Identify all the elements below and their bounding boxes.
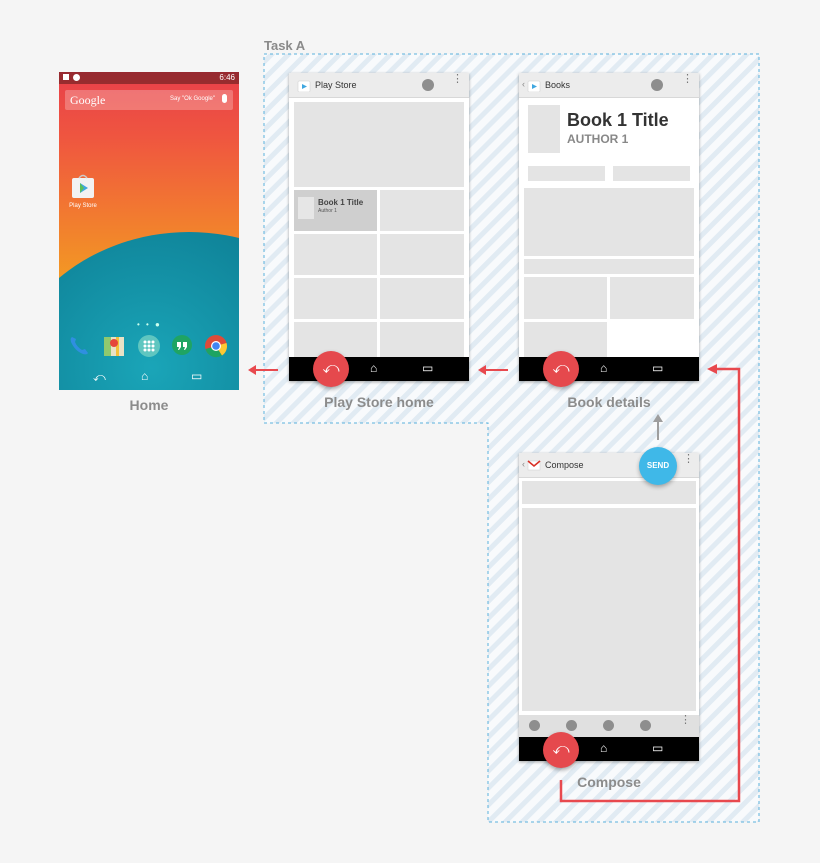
grid-tile[interactable] [380,190,464,231]
compose-back-path [559,364,741,803]
play-store-caption: Play Store home [324,394,434,410]
featured-banner[interactable] [294,102,464,187]
maps-icon[interactable] [102,334,126,358]
book-card-author: Author 1 [318,208,337,214]
books-action-bar: ‹ Books ⋮ [519,73,699,98]
wallpaper-wave [59,232,239,390]
overflow-menu-icon[interactable]: ⋮ [680,714,691,726]
chrome-icon[interactable] [204,334,228,358]
back-icon: ⤺ [552,741,570,758]
toolbar-action-icon[interactable] [640,720,651,731]
google-search-bar[interactable]: Google Say "Ok Google" [65,90,233,110]
book-details-caption: Book details [567,394,651,410]
back-arrow-head [478,365,486,375]
book-details-screen: ‹ Books ⋮ Book 1 Title AUTHOR 1 ⌂ ▭ [519,73,699,381]
page-indicator: • • ● [137,320,162,329]
grid-tile[interactable] [294,234,377,275]
recents-icon[interactable]: ▭ [191,369,203,383]
compose-bottom-bar: ⋮ [519,715,699,737]
up-caret-icon[interactable]: ‹ [522,79,525,89]
search-icon[interactable] [651,79,663,91]
toolbar-action-icon[interactable] [529,720,540,731]
back-button[interactable]: ⤺ [313,351,349,387]
up-caret-icon[interactable]: ‹ [522,459,525,469]
book-cover [298,197,314,219]
play-store-app-label: Play Store [69,203,97,209]
book-cover [528,105,560,153]
play-store-app-icon[interactable] [70,173,96,199]
search-icon[interactable] [422,79,434,91]
home-icon[interactable]: ⌂ [141,369,149,383]
home-screen: 6:46 Google Say "Ok Google" Play Store •… [59,72,239,390]
send-up-arrow [653,414,663,440]
related-tile[interactable] [524,277,607,319]
toolbar-action-icon[interactable] [566,720,577,731]
action-bar-title: Books [545,80,571,90]
book-card-title: Book 1 Title [318,198,364,207]
home-nav-bar: ⤺ ⌂ ▭ [59,368,239,390]
action-button-placeholder[interactable] [528,166,605,181]
home-caption: Home [129,397,169,413]
back-button[interactable]: ⤺ [543,351,579,387]
task-label: Task A [264,38,306,53]
books-app-icon[interactable] [527,78,541,92]
gmail-icon[interactable] [527,458,541,472]
phone-icon[interactable] [67,334,91,358]
back-icon: ⤺ [552,360,570,377]
action-button-placeholder[interactable] [613,166,690,181]
recents-icon[interactable]: ▭ [422,361,434,375]
grid-tile[interactable] [294,278,377,319]
back-icon: ⤺ [322,360,340,377]
back-icon[interactable]: ⤺ [93,370,106,384]
message-body[interactable] [522,508,696,711]
overflow-menu-icon[interactable]: ⋮ [682,73,693,85]
back-arrow-line [255,369,278,371]
grid-tile[interactable] [380,278,464,319]
play-store-app-icon[interactable] [297,78,311,92]
grid-tile[interactable] [380,234,464,275]
hangouts-icon[interactable] [170,334,194,358]
send-button[interactable]: SEND [639,447,677,485]
recents-icon[interactable]: ▭ [652,741,664,755]
grid-tile[interactable] [380,322,464,357]
section-header [524,259,694,274]
toolbar-action-icon[interactable] [603,720,614,731]
related-tile[interactable] [610,277,694,319]
home-icon[interactable]: ⌂ [600,741,608,755]
notification-icon [63,74,69,80]
book-title: Book 1 Title [567,110,669,130]
search-hint: Say "Ok Google" [170,96,215,102]
back-button[interactable]: ⤺ [543,732,579,768]
description-block [524,188,694,256]
action-bar-title: Play Store [315,80,357,90]
recents-icon[interactable]: ▭ [652,361,664,375]
compose-screen: ‹ Compose ⋮ ⋮ ⌂ ▭ [519,453,699,761]
back-arrow-line [485,369,508,371]
status-bar: 6:46 [59,72,239,84]
overflow-menu-icon[interactable]: ⋮ [683,453,694,465]
mic-icon[interactable] [222,94,227,103]
play-store-screen: Play Store ⋮ Book 1 Title Author 1 ⌂ ▭ [289,73,469,381]
overflow-menu-icon[interactable]: ⋮ [452,73,463,85]
back-arrow-head [248,365,256,375]
recipient-field[interactable] [522,481,696,504]
status-time: 6:46 [219,73,235,82]
play-store-action-bar: Play Store ⋮ [289,73,469,98]
app-drawer-icon[interactable] [137,334,161,358]
home-icon[interactable]: ⌂ [600,361,608,375]
compose-caption: Compose [577,774,641,790]
book-card[interactable]: Book 1 Title Author 1 [294,190,377,231]
home-icon[interactable]: ⌂ [370,361,378,375]
action-bar-title: Compose [545,460,584,470]
book-author: AUTHOR 1 [567,132,629,146]
google-logo: Google [70,93,106,107]
hangouts-notification-icon [73,74,80,81]
